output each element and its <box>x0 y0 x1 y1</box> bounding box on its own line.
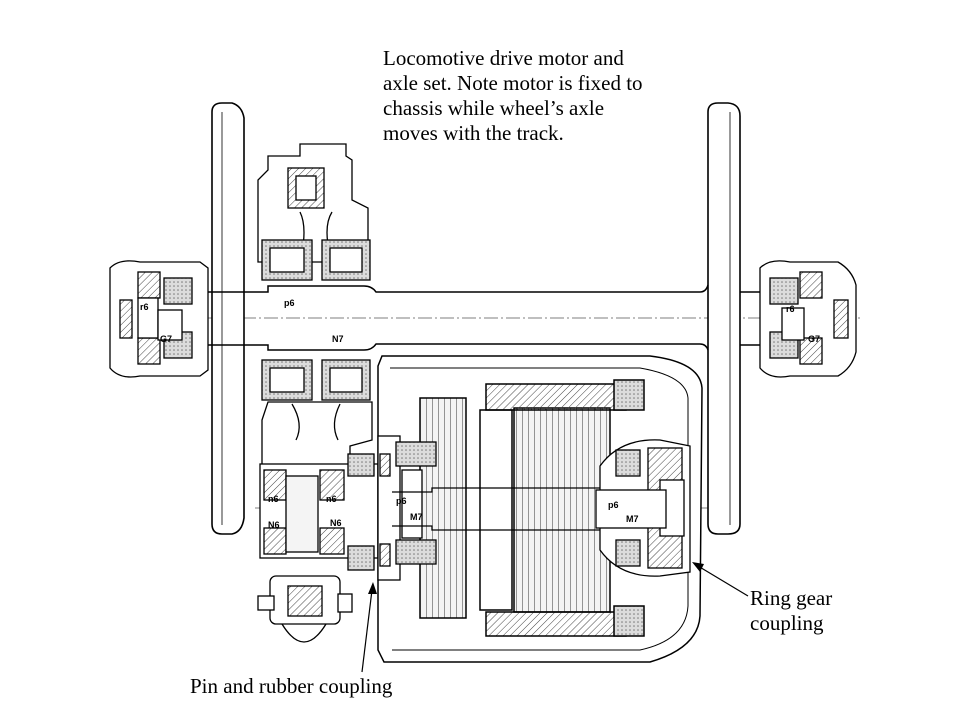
ring-gear-coupling <box>595 439 691 577</box>
right-axlebox-bearing <box>759 260 857 378</box>
fit-label-left-r6: r6 <box>140 302 149 312</box>
motor-shaft <box>392 487 600 531</box>
fit-label-gear-n6-b: n6 <box>326 494 337 504</box>
fit-label-gear-n6-a: n6 <box>268 494 279 504</box>
fit-label-axle-n7: N7 <box>332 334 344 344</box>
main-caption: Locomotive drive motor and axle set. Not… <box>383 46 643 145</box>
fit-label-coupling-p6: p6 <box>396 496 407 506</box>
ring-gear-leader <box>692 562 749 597</box>
pin-coupling-leader <box>361 582 377 673</box>
gearbox-top-housing <box>257 143 371 281</box>
fit-label-left-g7: G7 <box>160 334 172 344</box>
pin-rubber-coupling <box>377 435 437 581</box>
fit-label-coupling-m7: M7 <box>410 512 423 522</box>
left-axlebox-bearing <box>109 260 209 378</box>
pinion-gear-block <box>259 453 379 571</box>
fit-label-gear-N6-b: N6 <box>330 518 342 528</box>
lower-mount-assembly <box>257 575 353 643</box>
fit-label-right-r6: r6 <box>786 304 795 314</box>
pin-rubber-coupling-caption: Pin and rubber coupling <box>190 674 393 698</box>
ring-gear-coupling-caption: Ring gear coupling <box>750 586 833 635</box>
traction-motor-casing <box>377 355 703 663</box>
gearbox-lower-housing <box>261 359 373 469</box>
fit-label-gear-N6-a: N6 <box>268 520 280 530</box>
fit-label-axle-p6: p6 <box>284 298 295 308</box>
fit-label-motor-m7: M7 <box>626 514 639 524</box>
right-wheel <box>707 102 741 535</box>
left-wheel <box>211 102 245 535</box>
fit-label-motor-p6: p6 <box>608 500 619 510</box>
fit-label-right-g7: G7 <box>808 334 820 344</box>
